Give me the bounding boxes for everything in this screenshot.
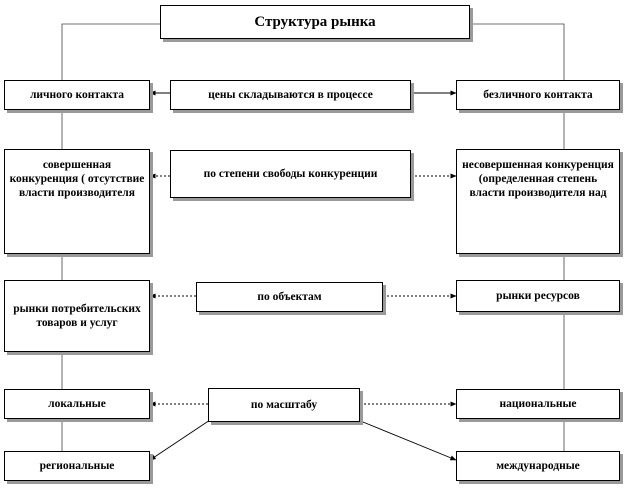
cut-off-text-fragment-right: …	[586, 244, 597, 250]
impersonal-contact-box: безличного контакта	[456, 80, 620, 110]
by-scale-criterion-box: по масштабу	[208, 388, 360, 422]
arrow-scale-regional	[149, 419, 211, 461]
competition-freedom-criterion-box: по степени свободы конкуренции	[170, 150, 411, 198]
perfect-competition-box: совершенная конкуренция ( отсутствие вла…	[4, 149, 150, 254]
imperfect-competition-box: несовершенная конкуренция (определенная …	[456, 149, 620, 254]
regional-markets-box: региональные	[4, 451, 150, 481]
resource-markets-box: рынки ресурсов	[456, 280, 620, 312]
perfect-competition-text: совершенная конкуренция ( отсутствие вла…	[9, 159, 145, 199]
cut-off-text-fragment: …	[116, 244, 127, 250]
local-markets-box: локальные	[4, 389, 150, 419]
national-markets-box: национальные	[456, 389, 620, 419]
arrow-scale-international	[357, 419, 457, 461]
international-markets-box: международные	[456, 451, 620, 481]
price-formation-criterion-box: цены складываются в процессе	[170, 80, 411, 110]
consumer-goods-markets-box: рынки потребительских товаров и услуг	[4, 280, 150, 352]
right-trunk-line	[470, 23, 565, 460]
imperfect-competition-text: несовершенная конкуренция (определенная …	[462, 159, 614, 199]
personal-contact-box: личного контакта	[4, 80, 150, 110]
market-structure-title: Структура рынка	[160, 5, 470, 39]
by-objects-criterion-box: по объектам	[196, 282, 383, 312]
